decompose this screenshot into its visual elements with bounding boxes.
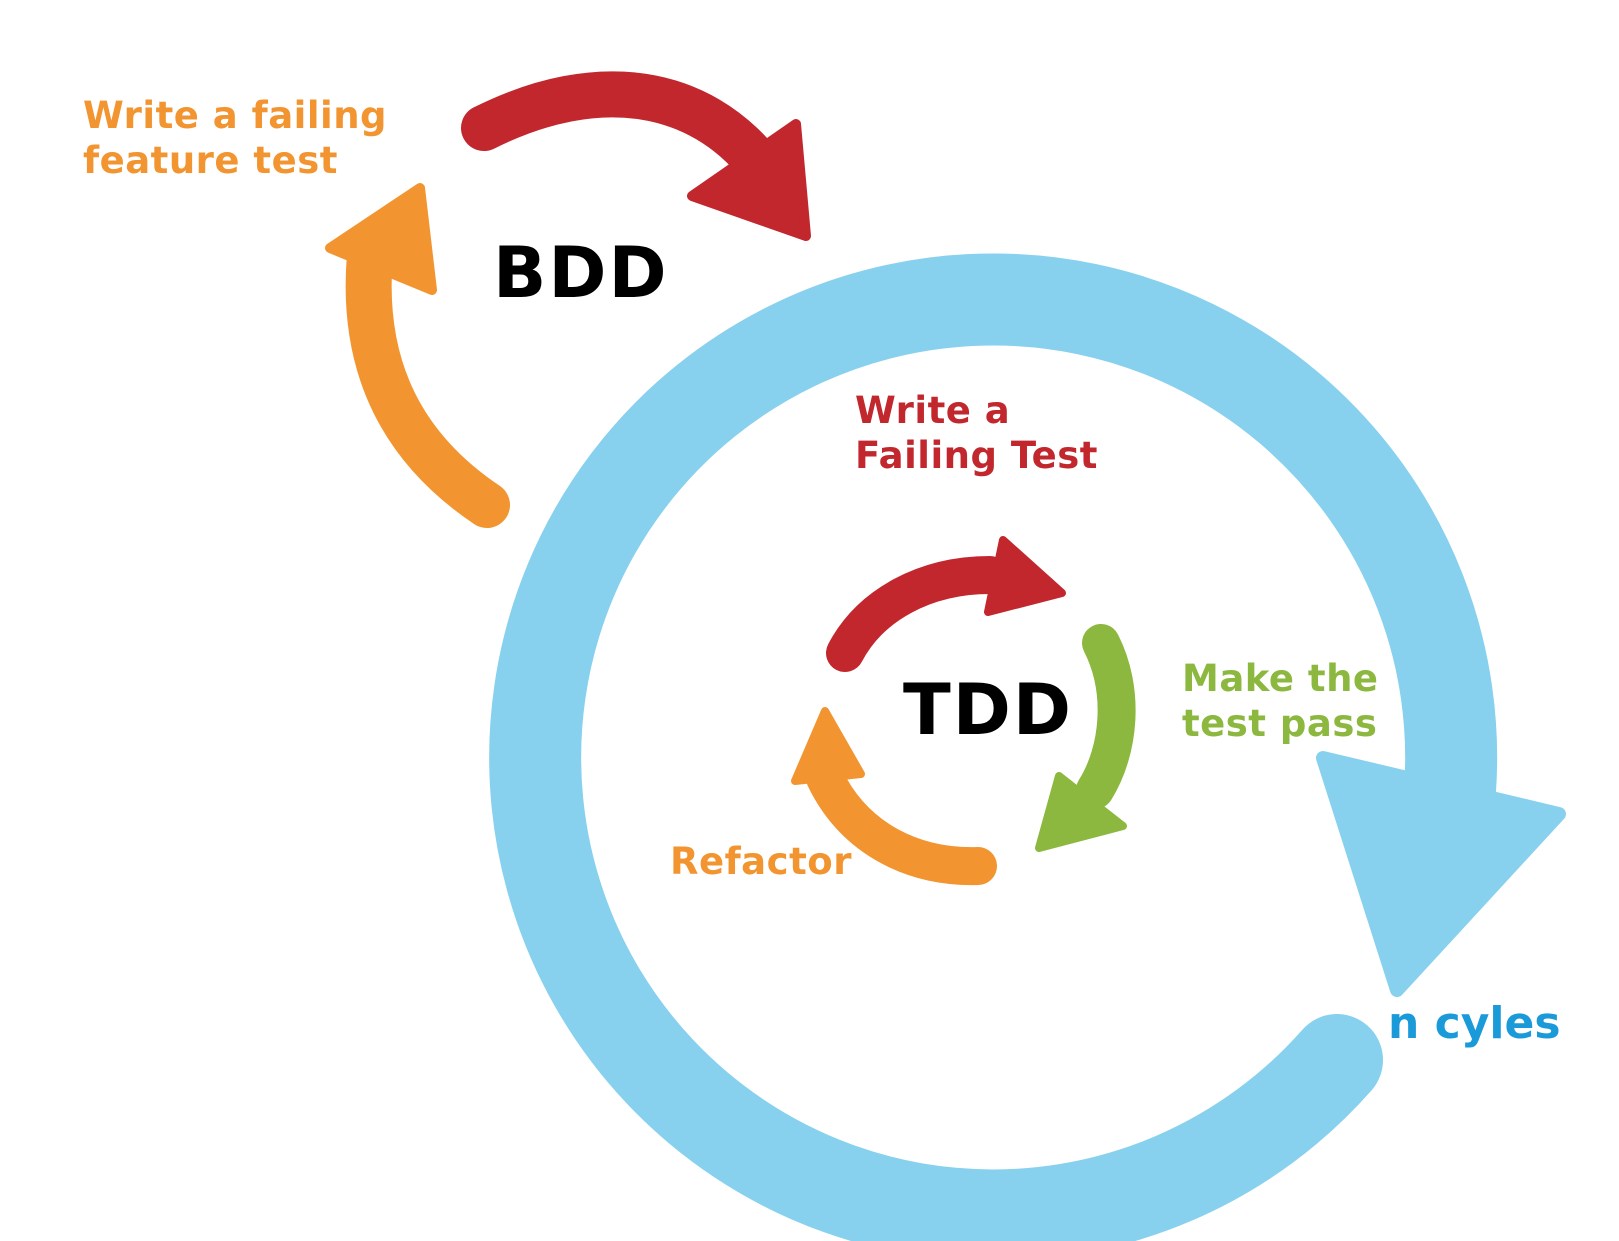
bdd-title: BDD — [493, 232, 669, 314]
tdd-orange-arrow-icon — [791, 707, 997, 886]
tdd-green-arrow-icon — [1035, 624, 1136, 852]
tdd-step-1-line-2: Failing Test — [855, 434, 1098, 478]
outer-cycle-arrow-icon — [489, 253, 1566, 1241]
tdd-step-2-line-2: test pass — [1182, 702, 1378, 746]
tdd-title: TDD — [903, 669, 1073, 751]
tdd-step-refactor: Refactor — [670, 840, 852, 883]
bdd-step-1-line-1: Write a failing — [83, 94, 388, 137]
tdd-red-arrow-icon — [826, 536, 1066, 672]
tdd-step-1-line-1: Write a — [855, 389, 1011, 432]
tdd-step-write-failing-test: Write a Failing Test — [855, 388, 1098, 478]
tdd-step-2-line-1: Make the — [1182, 657, 1379, 700]
n-cycles-label: n cyles — [1388, 998, 1561, 1049]
bdd-step-write-failing-feature-test: Write a failing feature test — [83, 93, 387, 183]
bdd-red-arrow-icon — [461, 71, 811, 241]
outer-cycle-ring — [489, 253, 1498, 1241]
outer-cycle-arrowhead — [1316, 751, 1566, 997]
bdd-step-1-line-2: feature test — [83, 139, 338, 183]
bdd-orange-arrow-icon — [325, 183, 510, 528]
tdd-step-make-test-pass: Make the test pass — [1182, 656, 1379, 746]
